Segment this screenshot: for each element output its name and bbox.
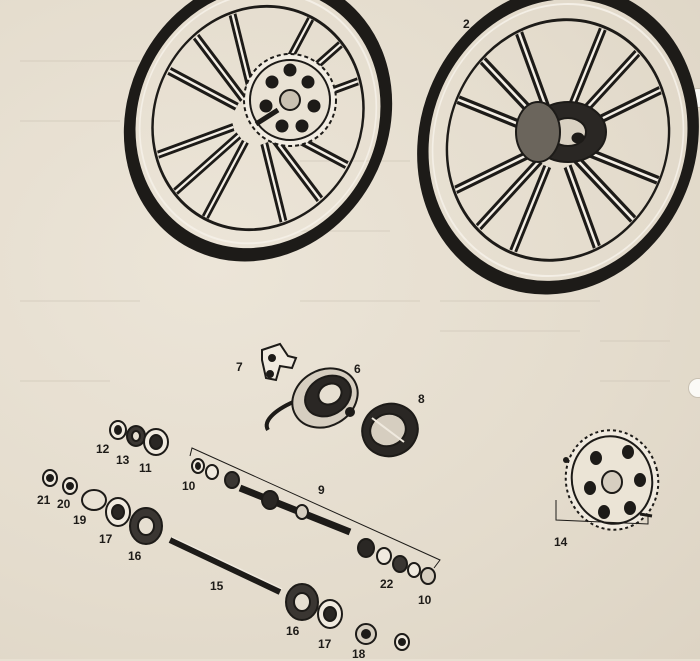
part-number-17-upper: 17 (99, 532, 113, 546)
brake-shoes-part (361, 402, 419, 458)
part-number-9: 9 (318, 483, 325, 497)
axle-assembly-upper (191, 458, 436, 585)
part-number-22: 22 (380, 577, 394, 591)
rear-wheel-with-sprocket (82, 0, 434, 300)
part-number-7: 7 (236, 360, 243, 374)
part-number-11: 11 (139, 461, 152, 475)
sprocket-part (564, 429, 660, 531)
part-number-19: 19 (73, 513, 87, 527)
part-number-21: 21 (37, 493, 51, 507)
part-number-18: 18 (352, 647, 366, 661)
part-number-13: 13 (116, 453, 130, 467)
part-number-16-upper: 16 (128, 549, 142, 563)
part-number-14: 14 (554, 535, 568, 549)
brake-lever-part (261, 342, 298, 382)
part-number-17-lower: 17 (318, 637, 332, 651)
bracket-line-9 (189, 447, 441, 569)
spindle-part (168, 536, 283, 595)
part-number-10-upper: 10 (182, 479, 196, 493)
part-number-2: 2 (463, 17, 470, 31)
part-number-8: 8 (418, 392, 425, 406)
part-number-10-lower: 10 (418, 593, 432, 607)
bracket-line-14 (555, 500, 649, 525)
sprocket-bolt (563, 457, 569, 463)
part-number-20: 20 (57, 497, 71, 511)
bearing-set-upper (109, 420, 169, 456)
part-number-12: 12 (96, 442, 110, 456)
bearing-set-lower-right (285, 583, 410, 651)
part-number-6: 6 (354, 362, 361, 376)
front-wheel (379, 0, 700, 329)
part-number-15: 15 (210, 579, 224, 593)
punch-hole-bottom (688, 378, 700, 398)
bearing-set-lower-left (42, 469, 163, 545)
part-number-16-lower: 16 (286, 624, 300, 638)
brake-plate-part (264, 367, 359, 432)
